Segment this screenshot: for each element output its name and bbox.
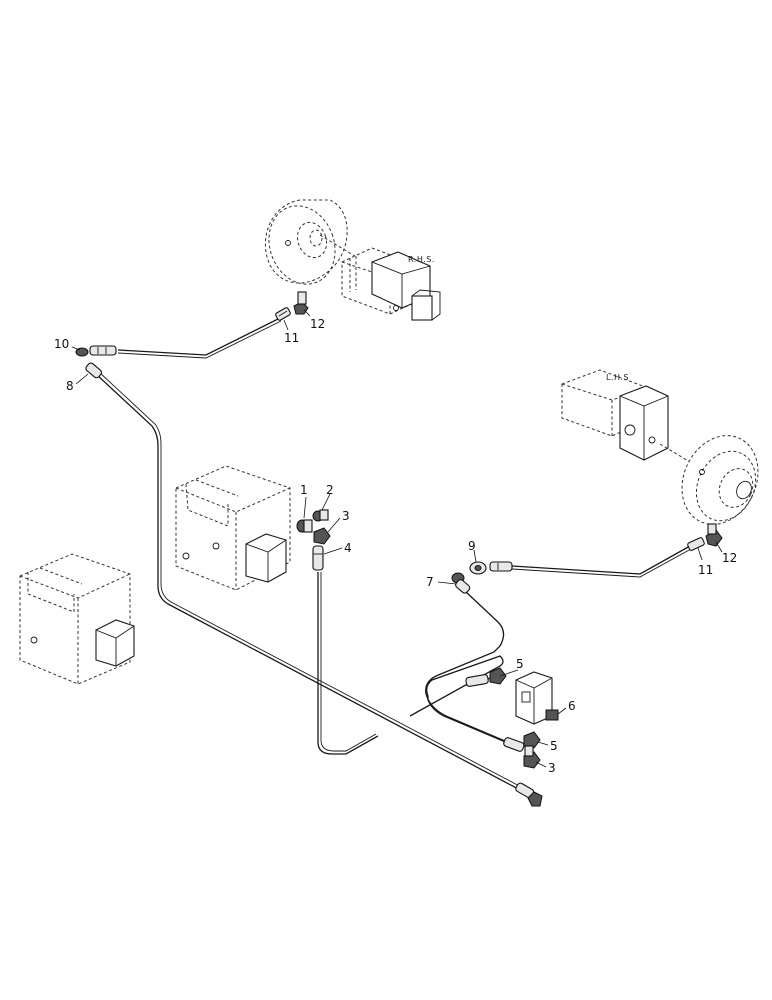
fitting-12-rhs [293,291,309,315]
callout-11-lhs: 11 [698,563,713,577]
leader-lines [71,309,723,768]
fitting-8 [85,362,103,379]
fitting-7 [451,572,471,594]
brake-lines [95,317,692,793]
callout-11-rhs: 11 [284,331,299,345]
callout-12-rhs: 12 [310,317,325,331]
callout-12-lhs: 12 [722,551,737,565]
fitting-2 [312,509,329,522]
callout-10: 10 [54,337,69,351]
callout-1: 1 [300,483,308,497]
fitting-4 [312,545,324,571]
lhs-brake-disc [681,435,759,525]
callout-9: 9 [468,539,476,553]
fitting-6 [545,709,559,721]
fitting-10 [75,345,117,357]
callout-5-lower: 5 [550,739,558,753]
fitting-11-rhs [275,307,291,321]
callout-5-upper: 5 [516,657,524,671]
master-valve-block [175,465,291,591]
callout-6: 6 [568,699,576,713]
callout-7: 7 [426,575,434,589]
callout-8: 8 [66,379,74,393]
fitting-12-lhs [705,523,723,547]
fitting-9 [469,561,513,575]
lhs-side-label: L.H.S [606,373,629,382]
callout-3-upper: 3 [342,509,350,523]
callout-numbers: 1 2 3 4 5 6 5 3 7 9 8 10 11 12 11 12 [54,317,737,775]
fitting-5-upper [465,667,507,687]
rhs-brake-disc [265,199,359,285]
fittings [75,291,723,807]
lhs-brake-caliper [561,369,691,463]
distribution-valve [515,671,553,725]
fitting-bottom-elbow [515,782,543,807]
fitting-11-lhs [687,537,705,551]
callout-3-lower: 3 [548,761,556,775]
callout-2: 2 [326,483,334,497]
pump-housing [19,553,135,685]
fitting-1 [296,519,313,533]
callout-4: 4 [344,541,352,555]
fitting-3-upper [313,527,331,545]
rhs-brake-caliper [341,247,441,321]
fitting-5-lower [503,731,541,752]
rhs-side-label: R.H.S. [408,255,435,264]
fitting-3-lower [523,745,541,769]
